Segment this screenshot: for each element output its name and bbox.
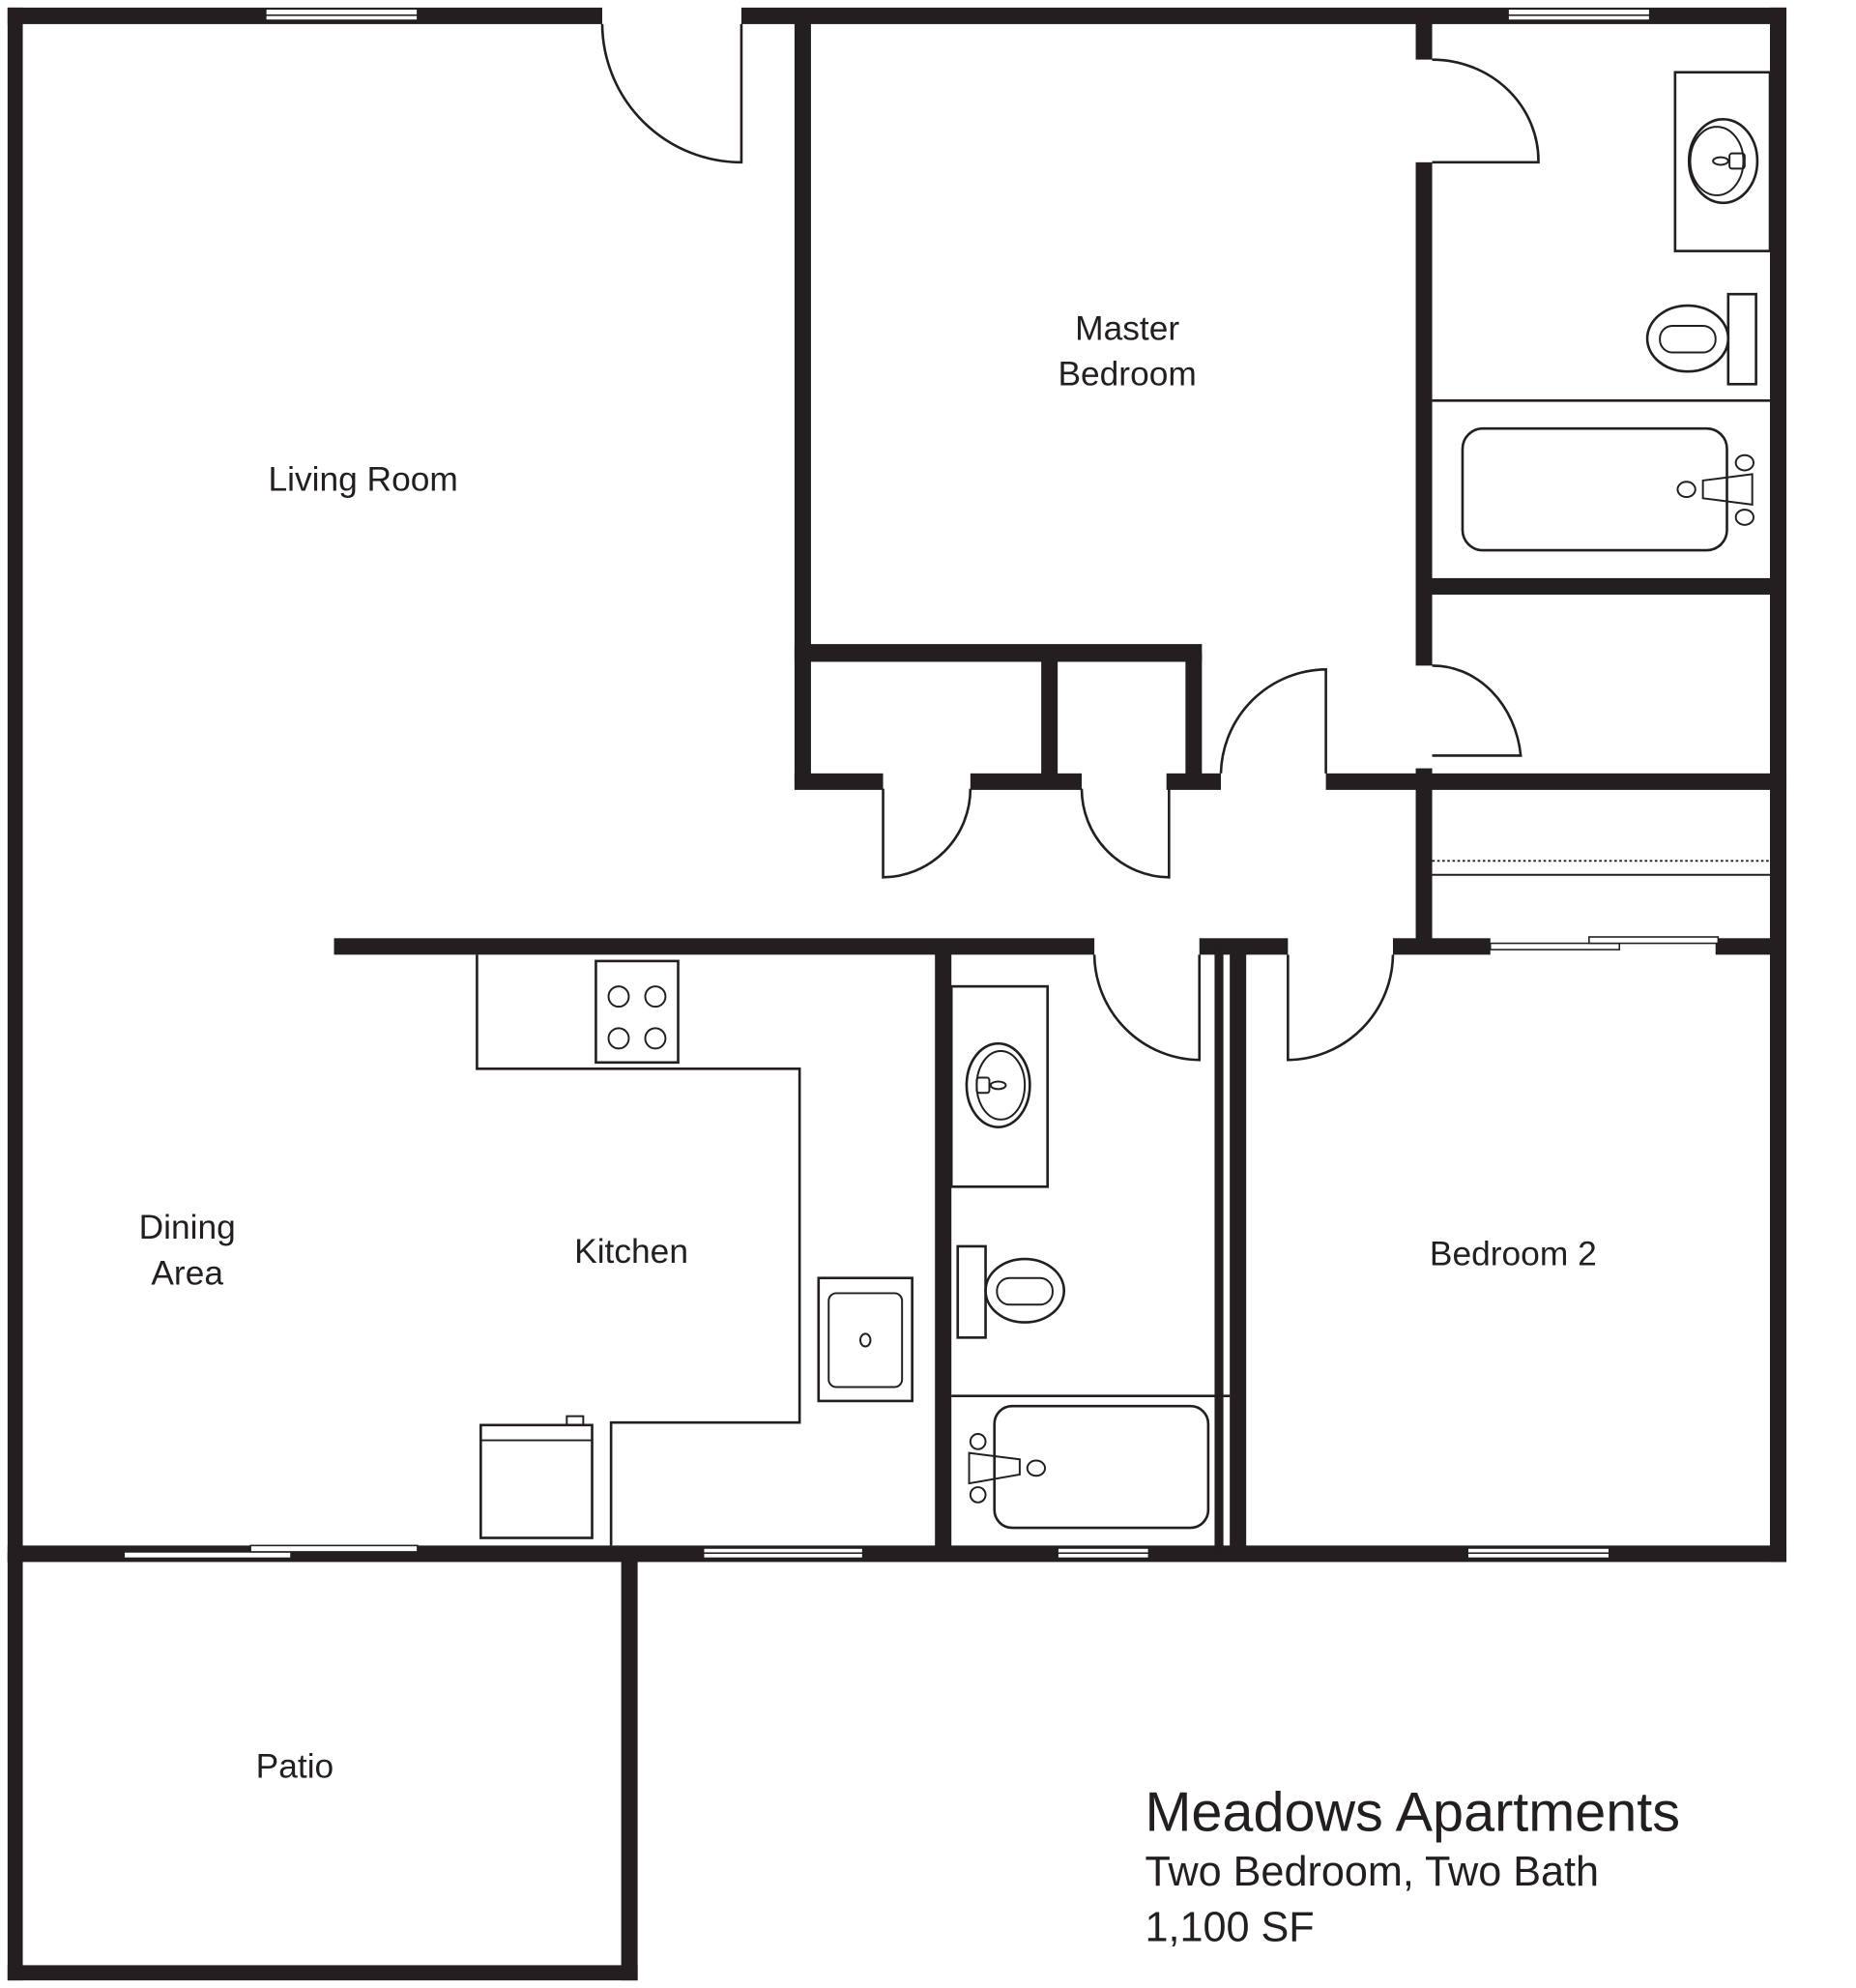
plan-title: Meadows Apartments (1145, 1781, 1680, 1843)
bathtub-icon (1461, 426, 1754, 552)
room-label-bedroom-2: Bedroom 2 (1430, 1236, 1597, 1273)
bathtub-icon (968, 1404, 1210, 1530)
bathroom-sink-icon (1673, 71, 1772, 252)
room-label-dining-line1: Dining (139, 1209, 236, 1246)
room-label-master-line1: Master (1075, 309, 1179, 347)
refrigerator-icon (479, 1415, 594, 1539)
window-icon (265, 8, 1651, 1560)
unit-area: 1,100 SF (1145, 1904, 1314, 1950)
unit-type: Two Bedroom, Two Bath (1145, 1849, 1599, 1895)
kitchen-counter (476, 954, 801, 1546)
door-swing-icon (600, 23, 1540, 1062)
bathroom-sink-icon (949, 984, 1049, 1188)
room-label-living-room: Living Room (268, 460, 457, 498)
toilet-icon (956, 1244, 1066, 1339)
kitchen-sink-icon (817, 1276, 914, 1403)
toilet-icon (1645, 292, 1757, 386)
walls (7, 7, 1787, 1981)
sliding-door-icon (123, 936, 1720, 1560)
room-label-dining-line2: Area (151, 1254, 223, 1292)
room-label-master-line2: Bedroom (1058, 356, 1196, 394)
room-label-patio: Patio (256, 1747, 334, 1785)
stove-icon (594, 959, 680, 1065)
room-label-kitchen: Kitchen (574, 1233, 688, 1271)
